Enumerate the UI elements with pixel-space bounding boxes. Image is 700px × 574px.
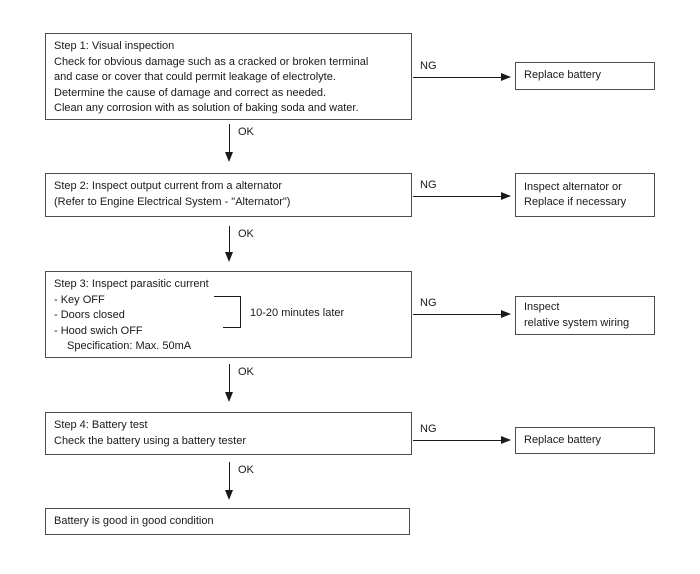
step1-line: and case or cover that could permit leak…: [54, 71, 336, 83]
ng2-action-text: Replace if necessary: [524, 196, 627, 208]
arrow-shaft: [413, 440, 502, 441]
step2-title: Step 2: Inspect output current from a al…: [54, 180, 283, 192]
ng-arrow-3: [413, 310, 511, 319]
arrow-shaft: [229, 364, 230, 393]
arrow-shaft: [229, 226, 230, 253]
bracket-vertical: [240, 296, 241, 328]
ng4-action-box: Replace battery: [515, 427, 655, 454]
ng1-action-box: Replace battery: [515, 62, 655, 90]
ok-arrow-1: OK: [225, 124, 254, 162]
step3-condition: - Hood swich OFF: [54, 324, 143, 337]
step2-box: Step 2: Inspect output current from a al…: [45, 173, 412, 217]
step3-annotation: 10-20 minutes later: [250, 307, 345, 319]
arrowhead-down-icon: [225, 152, 233, 162]
ng-label-1: NG: [420, 60, 437, 72]
ng3-action-box: Inspect relative system wiring: [515, 296, 655, 335]
ok-label-4: OK: [238, 464, 254, 476]
arrowhead-right-icon: [501, 436, 511, 444]
arrowhead-right-icon: [501, 73, 511, 81]
step3-title: Step 3: Inspect parasitic current: [54, 278, 209, 290]
arrow-shaft: [413, 77, 502, 78]
step4-box: Step 4: Battery test Check the battery u…: [45, 412, 412, 455]
step3-condition: - Doors closed: [54, 309, 125, 321]
step4-title: Step 4: Battery test: [54, 419, 148, 431]
ng-label-2: NG: [420, 179, 437, 191]
ng3-action-text: Inspect: [524, 301, 560, 313]
arrowhead-down-icon: [225, 490, 233, 500]
ng-arrow-4: [413, 436, 511, 445]
arrowhead-right-icon: [501, 192, 511, 200]
step3-specification: Specification: Max. 50mA: [67, 340, 192, 352]
bracket-top-tick: [214, 296, 241, 297]
ng3-action-text: relative system wiring: [524, 316, 630, 329]
ok-arrow-2: OK: [225, 226, 254, 262]
step1-box: Step 1: Visual inspection Check for obvi…: [45, 33, 412, 120]
ok-label-1: OK: [238, 126, 254, 138]
arrow-shaft: [413, 314, 502, 315]
ok-arrow-3: OK: [225, 364, 254, 402]
ng1-action-text: Replace battery: [524, 69, 602, 82]
ng-arrow-2: [413, 192, 511, 201]
ng-arrow-1: [413, 73, 511, 82]
arrowhead-right-icon: [501, 310, 511, 318]
arrow-shaft: [229, 124, 230, 153]
ng4-action-text: Replace battery: [524, 433, 602, 446]
arrow-shaft: [413, 196, 502, 197]
step1-line: Clean any corrosion with as solution of …: [54, 102, 359, 114]
arrowhead-down-icon: [225, 392, 233, 402]
result-box: Battery is good in good condition: [45, 508, 410, 535]
step3-condition: - Key OFF: [54, 293, 105, 306]
ng-label-4: NG: [420, 423, 437, 435]
step1-title: Step 1: Visual inspection: [54, 40, 175, 52]
ng2-action-text: Inspect alternator or: [524, 180, 622, 193]
step2-line: (Refer to Engine Electrical System - "Al…: [54, 195, 291, 208]
arrow-shaft: [229, 462, 230, 491]
result-text: Battery is good in good condition: [54, 514, 214, 527]
step4-line: Check the battery using a battery tester: [54, 434, 246, 447]
ok-label-3: OK: [238, 366, 254, 378]
ng-label-3: NG: [420, 297, 437, 309]
step1-line: Check for obvious damage such as a crack…: [54, 55, 369, 68]
arrowhead-down-icon: [225, 252, 233, 262]
ok-arrow-4: OK: [225, 462, 254, 500]
step3-box: Step 3: Inspect parasitic current - Key …: [45, 271, 412, 358]
bracket-bottom-tick: [223, 327, 241, 328]
ng2-action-box: Inspect alternator or Replace if necessa…: [515, 173, 655, 217]
ok-label-2: OK: [238, 228, 254, 240]
step1-line: Determine the cause of damage and correc…: [54, 86, 327, 99]
